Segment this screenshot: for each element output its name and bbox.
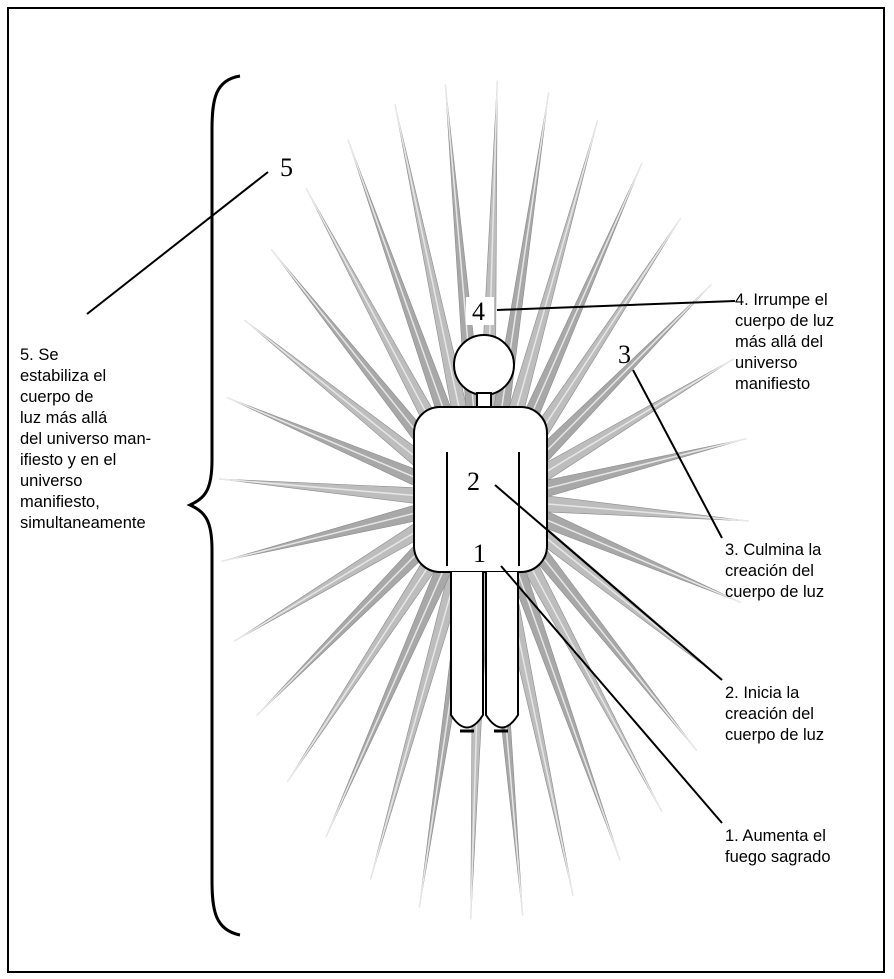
marker-5: 5 xyxy=(280,153,293,182)
marker-2: 2 xyxy=(467,467,480,496)
leader-line-5 xyxy=(86,171,269,315)
label-step-4: 4. Irrumpe el cuerpo de luz más allá del… xyxy=(735,291,835,393)
light-ray-highlight xyxy=(493,92,550,462)
figure-head xyxy=(453,334,515,396)
light-ray-highlight xyxy=(522,509,742,604)
figure-leg-right xyxy=(485,572,519,729)
label-step-3: 3. Culmina la creación del cuerpo de luz xyxy=(725,541,825,601)
light-ray-highlight xyxy=(510,529,663,812)
leader-line-3 xyxy=(632,369,723,539)
label-step-2: 2. Inicia la creación del cuerpo de luz xyxy=(725,684,825,744)
light-ray-highlight xyxy=(226,396,446,491)
light-ray-highlight xyxy=(394,104,472,463)
marker-3: 3 xyxy=(618,340,631,369)
curly-brace xyxy=(186,74,241,937)
leader-line-4 xyxy=(496,300,736,311)
figure-neck xyxy=(476,392,492,408)
light-ray-highlight xyxy=(219,478,445,499)
leader-line-1 xyxy=(500,565,723,824)
marker-4: 4 xyxy=(472,297,485,326)
marker-4-background xyxy=(466,297,494,325)
human-figure xyxy=(413,334,548,733)
light-ray-highlight xyxy=(517,283,712,480)
figure-leg-left xyxy=(450,572,484,729)
light-ray-highlight xyxy=(503,534,621,861)
light-ray-highlight xyxy=(515,523,698,751)
leader-line-2 xyxy=(494,484,723,681)
label-step-5: 5. Se estabiliza el cuerpo de luz más al… xyxy=(20,346,152,532)
light-ray-highlight xyxy=(325,531,461,838)
light-ray-highlight xyxy=(521,358,734,488)
label-step-1: 1. Aumenta el fuego sagrado xyxy=(725,827,831,866)
light-ray-highlight xyxy=(444,84,479,461)
light-ray-highlight xyxy=(221,505,445,562)
light-ray-highlight xyxy=(234,512,447,642)
light-ray-highlight xyxy=(523,438,747,495)
marker-1: 1 xyxy=(473,539,486,568)
